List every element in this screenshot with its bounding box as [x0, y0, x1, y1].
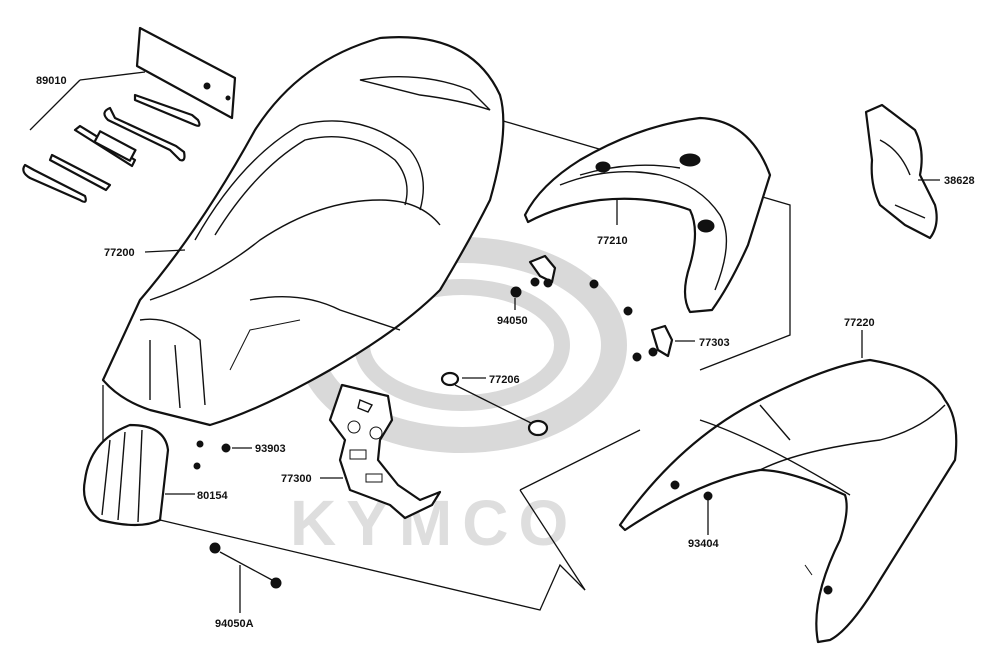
back-pad-80154	[82, 423, 170, 527]
callout-77220: 77220	[844, 317, 875, 329]
rubber-77206	[440, 371, 549, 437]
nuts-94050A	[209, 542, 282, 589]
callout-77300: 77300	[281, 473, 312, 485]
callout-77206: 77206	[489, 374, 520, 386]
callout-80154: 80154	[197, 490, 228, 502]
hardware-94050-77303	[510, 254, 674, 362]
callout-89010: 89010	[36, 75, 67, 87]
leader-lines	[29, 71, 940, 613]
rear-cowl-77220	[618, 358, 958, 644]
bracket-38628	[864, 103, 938, 240]
callout-94050: 94050	[497, 315, 528, 327]
screws-93903	[193, 440, 231, 470]
main-seat-77200	[101, 36, 505, 427]
callout-77200: 77200	[104, 247, 135, 259]
callout-94050A: 94050A	[215, 618, 254, 630]
callout-77303: 77303	[699, 337, 730, 349]
screw-93404	[703, 491, 713, 525]
callout-77210: 77210	[597, 235, 628, 247]
tool-kit-89010	[22, 26, 237, 203]
bracket-plate-77300	[328, 383, 442, 520]
callout-93903: 93903	[255, 443, 286, 455]
callout-38628: 38628	[944, 175, 975, 187]
callout-93404: 93404	[688, 538, 719, 550]
grab-rail-77210	[523, 116, 772, 314]
